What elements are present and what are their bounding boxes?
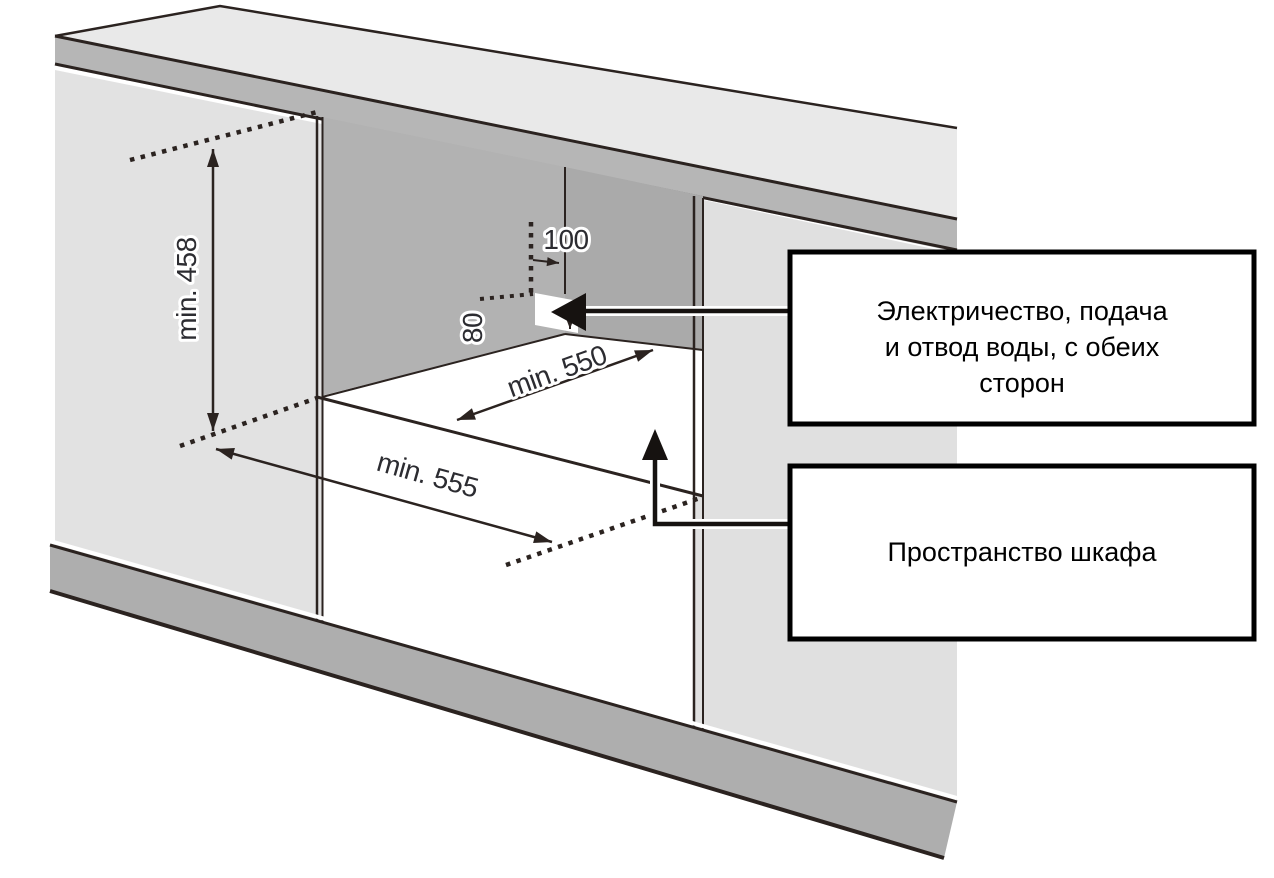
service-offset-dimension-line <box>532 257 560 267</box>
width-dimension-label: min. 555 <box>374 446 482 504</box>
plinth-top-highlight <box>49 539 958 800</box>
countertop-top-surface <box>55 6 957 219</box>
left-side-panel <box>55 70 322 621</box>
plinth-top-line <box>49 543 958 804</box>
cabinet-space-callout-box: Пространство шкафа <box>787 463 1257 642</box>
plinth-bottom-line <box>49 589 945 860</box>
depth-dimension-line <box>456 348 654 422</box>
plinth <box>50 545 957 858</box>
niche-right-wall <box>565 167 703 350</box>
witness-line-bottom-right <box>505 494 704 568</box>
cabinet-space-callout-leader-arrow <box>642 429 792 529</box>
width-dimension-line <box>215 447 553 544</box>
service-offset-label: 100 <box>543 224 588 255</box>
utilities-callout-leader-arrow <box>551 293 792 331</box>
niche-back-wall <box>322 117 565 397</box>
utilities-callout-line2: и отвод воды, с обеих <box>885 332 1160 362</box>
height-dimension-label: min. 458 <box>171 237 202 340</box>
back-wall-base-line <box>321 333 566 398</box>
utilities-callout-line1: Электричество, подача <box>876 296 1168 326</box>
niche-floor-front-edge <box>316 395 704 498</box>
utilities-callout-line3: сторон <box>979 368 1065 398</box>
witness-line-bottom-left <box>179 395 318 449</box>
countertop-top-edge-line <box>54 34 958 221</box>
cabinet-space-leader-arrowhead <box>642 429 668 460</box>
cabinet-space-callout-label: Пространство шкафа <box>888 537 1158 567</box>
countertop-back-edge-line <box>54 4 958 130</box>
utilities-leader-arrowhead <box>551 293 586 331</box>
service-height-label: 80 <box>457 313 488 343</box>
right-wall-base-line <box>564 333 704 351</box>
countertop-front-edge <box>55 36 957 252</box>
utilities-callout-box: Электричество, подача и отвод воды, с об… <box>787 249 1257 427</box>
